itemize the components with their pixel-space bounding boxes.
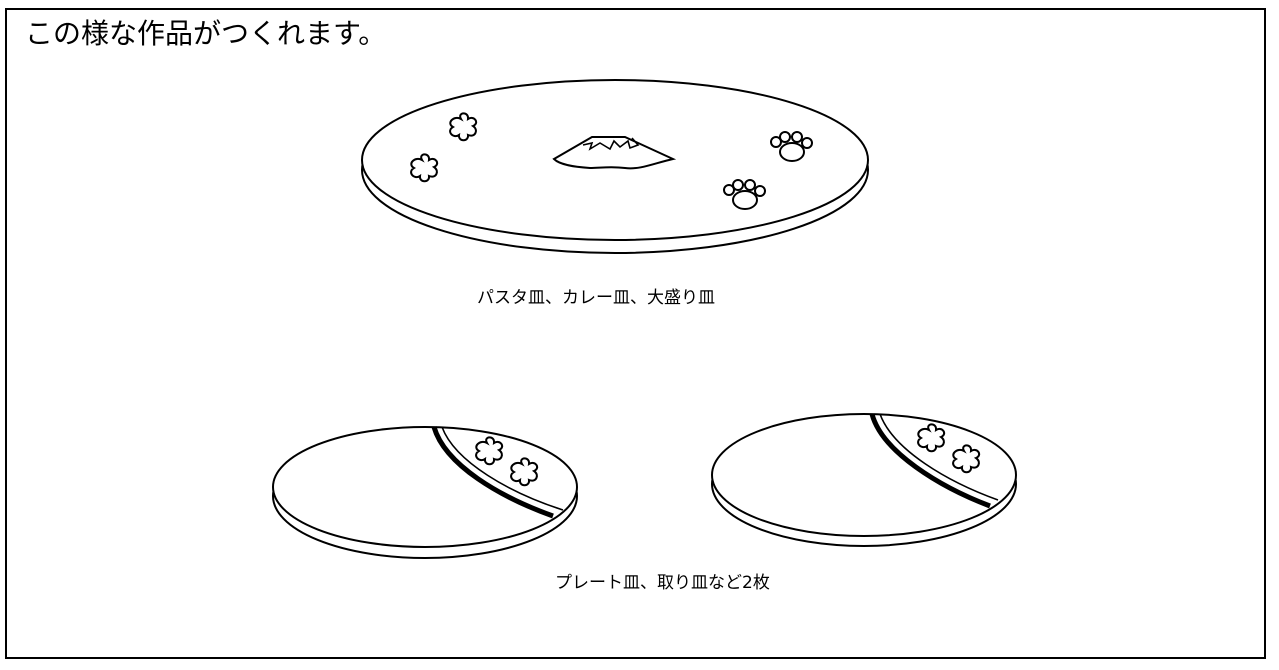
small-plate-1 xyxy=(272,426,578,559)
small-plate-2 xyxy=(711,413,1017,547)
large-plate xyxy=(361,79,869,254)
large-plate-caption: パスタ皿、カレー皿、大盛り皿 xyxy=(477,288,715,308)
mount-fuji-icon xyxy=(552,136,677,170)
page-title: この様な作品がつくれます。 xyxy=(25,17,387,50)
small-plates-caption: プレート皿、取り皿など2枚 xyxy=(555,573,770,593)
